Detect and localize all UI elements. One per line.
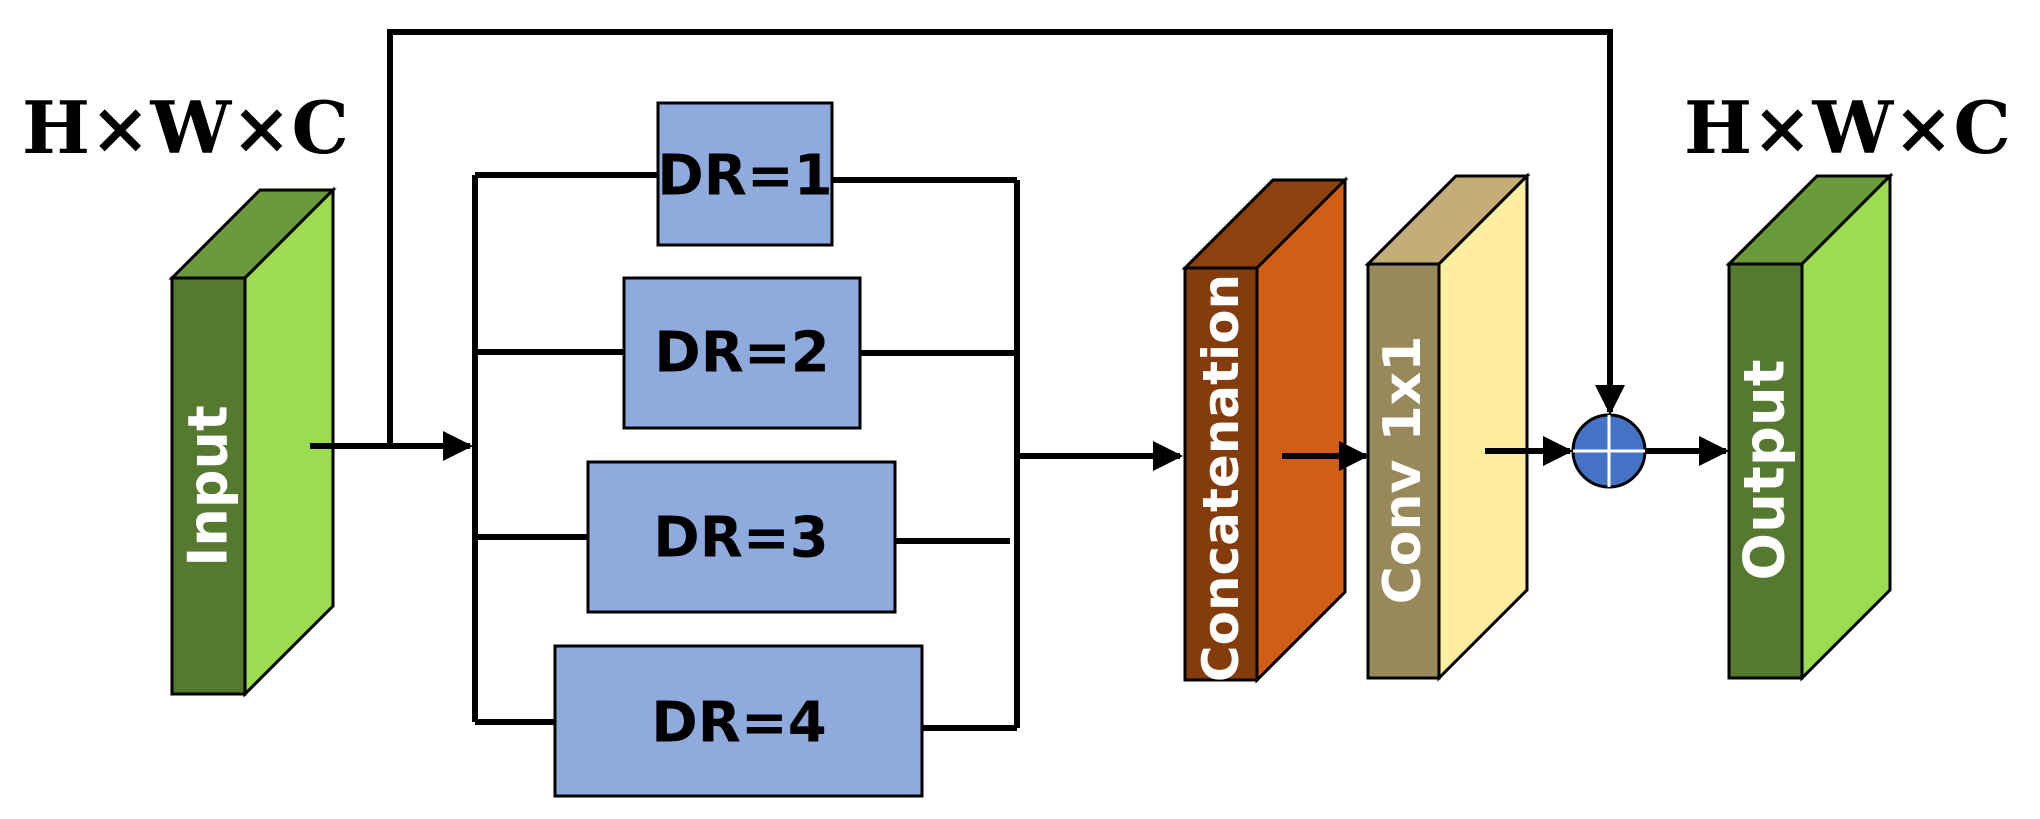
branch-label-dr2: DR=2: [654, 321, 830, 386]
branch-box-dr4: [553, 644, 924, 798]
concat-block-front: [1183, 266, 1259, 682]
input-block: Input: [168, 186, 337, 698]
skip-connection: [387, 29, 1625, 446]
branch-label-dr1: DR=1: [657, 144, 833, 209]
output-block-side: [1800, 172, 1892, 682]
conv-block-front: [1366, 262, 1441, 680]
branch-box-dr1: [656, 101, 834, 247]
input-block-side: [243, 186, 335, 698]
concat-block: Concatenation: [1181, 176, 1349, 684]
input-dim-label: H×W×C: [22, 85, 349, 170]
output-block-label: Output: [1733, 360, 1798, 581]
concat-block-side: [1255, 176, 1347, 684]
branch-label-dr3: DR=3: [653, 506, 829, 571]
concat-block-label: Concatenation: [1192, 274, 1250, 682]
conv-block-label: Conv 1x1: [1373, 336, 1433, 605]
add-node: [1571, 413, 1647, 489]
output-block: Output: [1725, 172, 1894, 682]
branch-box-dr3: [586, 460, 897, 614]
conv-block: Conv 1x1: [1364, 172, 1531, 682]
branch-label-dr4: DR=4: [651, 691, 827, 756]
conv-block-side: [1437, 172, 1529, 682]
input-block-label: Input: [177, 405, 240, 566]
input-block-front: [170, 276, 247, 696]
output-block-front: [1727, 262, 1804, 680]
output-dim-label: H×W×C: [1684, 85, 2011, 170]
branch-box-dr2: [622, 276, 862, 430]
